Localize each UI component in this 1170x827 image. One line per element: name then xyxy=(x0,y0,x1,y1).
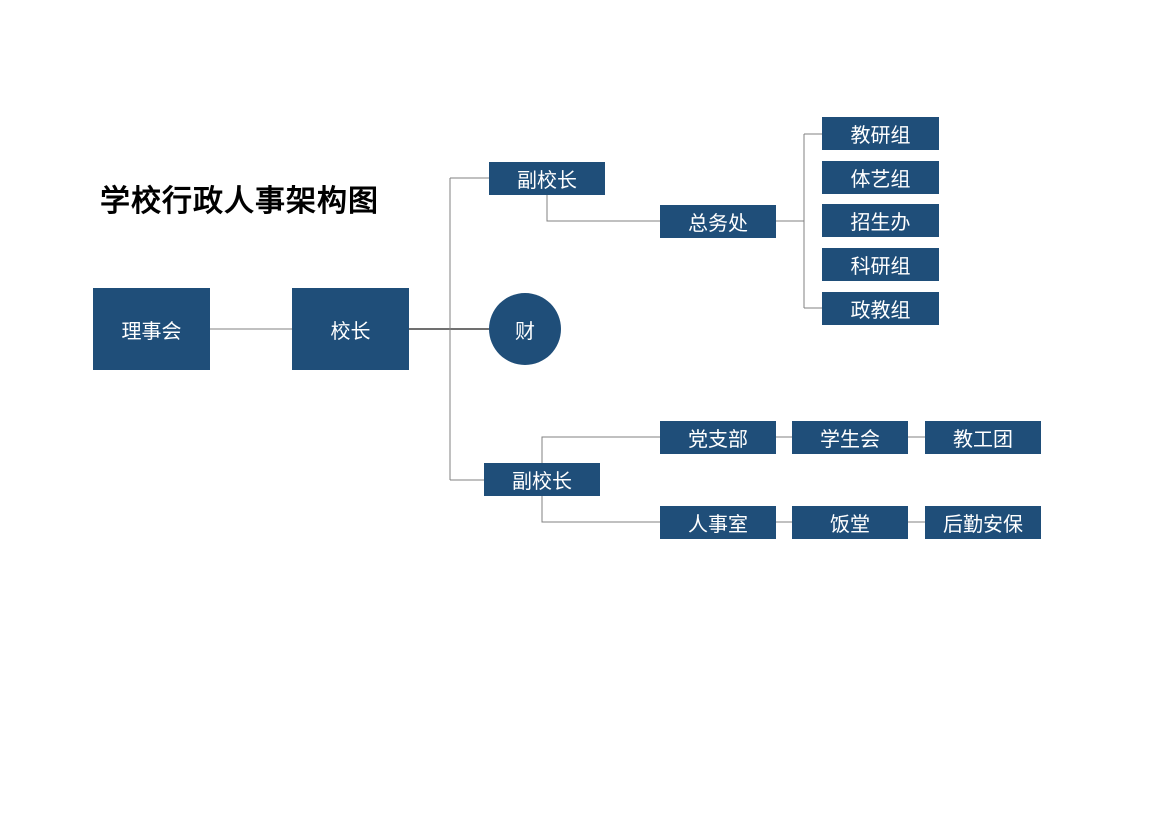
node-political-education: 政教组 xyxy=(822,292,939,325)
node-finance: 财 xyxy=(489,293,561,365)
node-teaching-research: 教研组 xyxy=(822,117,939,150)
node-logistics-security: 后勤安保 xyxy=(925,506,1041,539)
connector-vp-bottom-party xyxy=(541,436,660,463)
page-title: 学校行政人事架构图 xyxy=(100,184,379,219)
connector-vp-top-general-affairs xyxy=(546,195,660,222)
node-science-research: 科研组 xyxy=(822,248,939,281)
node-hr-office: 人事室 xyxy=(660,506,776,539)
node-party-branch: 党支部 xyxy=(660,421,776,454)
node-sports-arts: 体艺组 xyxy=(822,161,939,194)
node-board: 理事会 xyxy=(93,288,210,370)
node-staff-league: 教工团 xyxy=(925,421,1041,454)
node-admissions: 招生办 xyxy=(822,204,939,237)
node-general-affairs: 总务处 xyxy=(660,205,776,238)
node-vp-top: 副校长 xyxy=(489,162,605,195)
node-canteen: 饭堂 xyxy=(792,506,908,539)
node-principal: 校长 xyxy=(292,288,409,370)
node-student-union: 学生会 xyxy=(792,421,908,454)
node-vp-bottom: 副校长 xyxy=(484,463,600,496)
connector-vp-bottom-hr xyxy=(541,496,660,523)
